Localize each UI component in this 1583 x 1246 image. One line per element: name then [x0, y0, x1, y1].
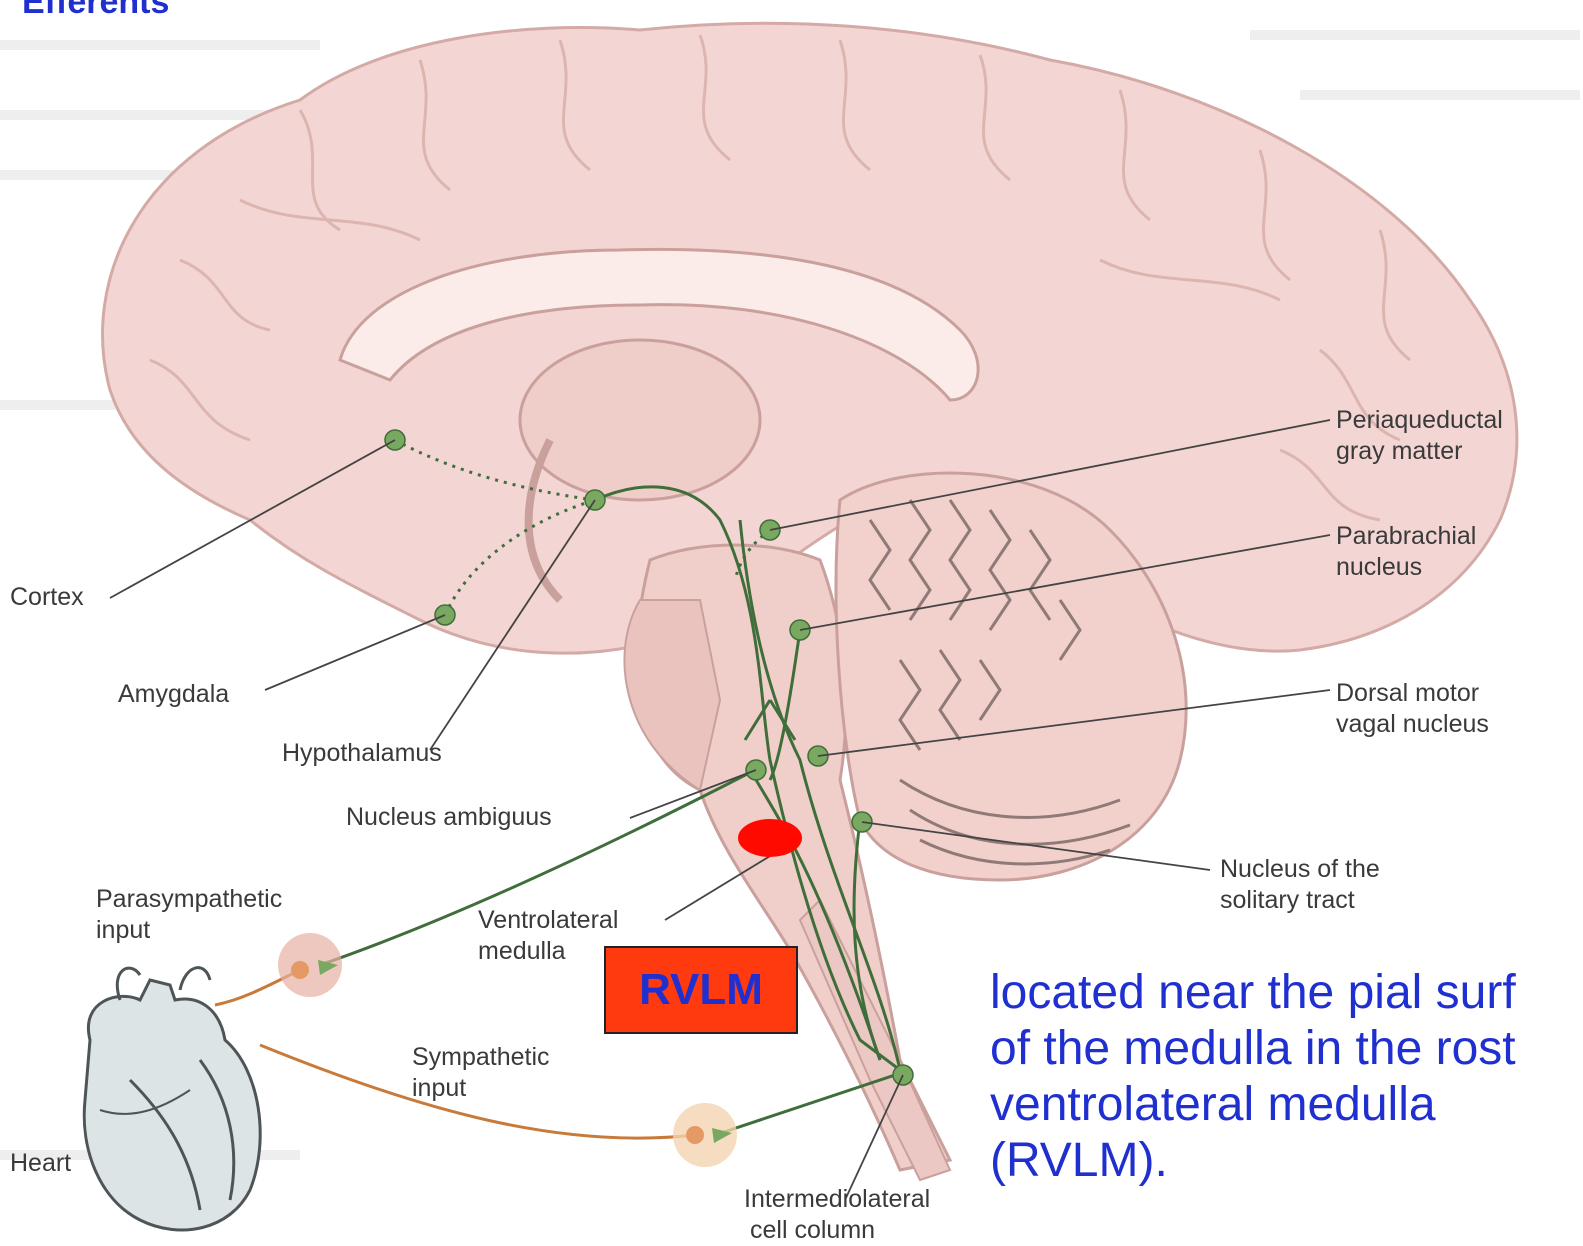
rvlm-note: located near the pial surf of the medull… — [990, 965, 1583, 1189]
label-hypothalamus: Hypothalamus — [282, 738, 442, 769]
note-line-3: ventrolateral medulla — [990, 1077, 1583, 1133]
note-line-2: of the medulla in the rost — [990, 1021, 1583, 1077]
note-line-1: located near the pial surf — [990, 965, 1583, 1021]
label-amygdala: Amygdala — [118, 679, 229, 710]
label-cortex: Cortex — [10, 582, 84, 613]
rvlm-label: RVLM — [639, 965, 763, 1015]
thalamus — [520, 340, 760, 500]
note-line-4: (RVLM). — [990, 1133, 1583, 1189]
pons — [624, 600, 720, 790]
rvlm-marker — [738, 819, 802, 857]
ganglion-node-2 — [686, 1126, 704, 1144]
rvlm-label-box: RVLM — [604, 946, 798, 1034]
heart-illustration — [84, 968, 260, 1230]
label-heart: Heart — [10, 1148, 71, 1179]
ganglion-node-1 — [291, 961, 309, 979]
slide-title: Efferents — [22, 0, 169, 22]
label-nucleus-ambiguus: Nucleus ambiguus — [346, 802, 552, 833]
